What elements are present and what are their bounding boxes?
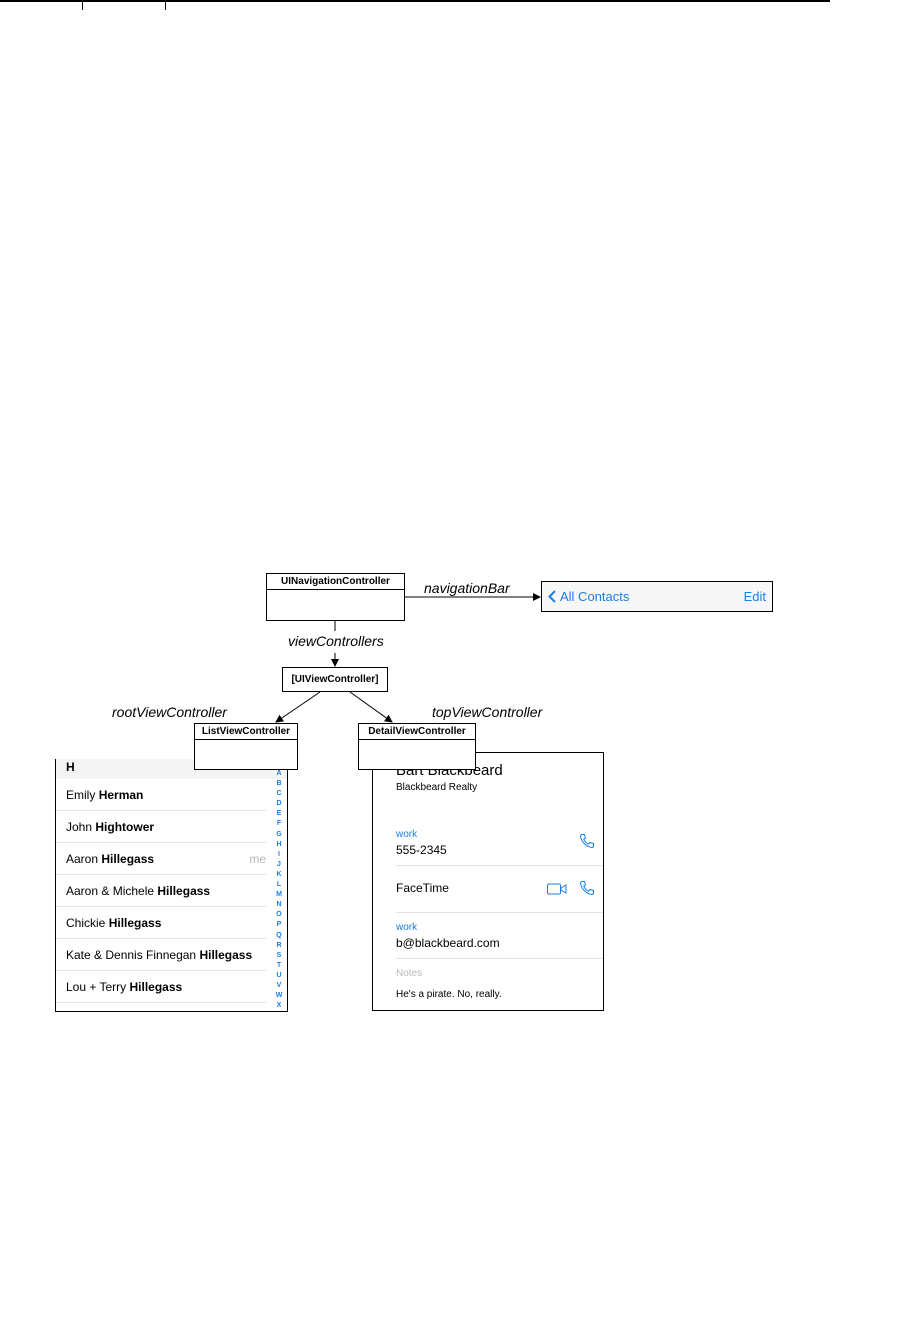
divider [396, 912, 603, 913]
top-rule-tick [165, 0, 166, 10]
contact-last-name: Hillegass [101, 852, 155, 866]
contact-first-name: Lou + Terry [66, 980, 127, 994]
contact-last-name: Herman [98, 788, 144, 802]
contact-first-name: John [66, 820, 93, 834]
index-letter[interactable]: P [276, 921, 282, 929]
notes-label: Notes [396, 968, 423, 979]
uiviewcontroller-array-title: [UIViewController] [291, 674, 379, 685]
top-rule [0, 0, 830, 2]
video-camera-icon[interactable] [547, 883, 567, 895]
index-letter[interactable]: Q [276, 931, 282, 939]
index-letter[interactable]: I [278, 850, 280, 858]
email-value[interactable]: b@blackbeard.com [396, 936, 500, 950]
me-badge: me [249, 852, 266, 866]
index-letter[interactable]: R [276, 941, 282, 949]
contact-first-name: Aaron & Michele [66, 884, 155, 898]
index-letter[interactable]: T [276, 961, 282, 969]
phone-icon[interactable] [579, 833, 595, 849]
phone-label: work [396, 829, 418, 840]
email-label: work [396, 922, 418, 933]
index-letter[interactable]: V [276, 981, 282, 989]
navigation-bar-label: navigationBar [424, 580, 510, 596]
chevron-left-icon [548, 590, 556, 603]
contact-row[interactable]: Aaron Hillegass me [56, 843, 266, 875]
contact-company: Blackbeard Realty [396, 782, 478, 793]
phone-value[interactable]: 555-2345 [396, 843, 447, 857]
listviewcontroller-title: ListViewController [195, 724, 297, 740]
index-letter[interactable]: S [276, 951, 282, 959]
index-letter[interactable]: X [276, 1002, 282, 1010]
index-letter[interactable]: O [276, 911, 282, 919]
contact-last-name: Hightower [95, 820, 155, 834]
top-view-controller-label: topViewController [432, 704, 543, 720]
contact-first-name: Emily [66, 788, 96, 802]
contact-row[interactable]: Lou + Terry Hillegass [56, 971, 266, 1003]
index-letter[interactable]: K [276, 870, 282, 878]
index-letter[interactable]: N [276, 901, 282, 909]
edge-root-view-controller [275, 691, 321, 723]
contact-first-name: Kate & Dennis Finnegan [66, 948, 197, 962]
listviewcontroller-box: ListViewController [194, 723, 298, 770]
detailviewcontroller-title: DetailViewController [359, 724, 475, 740]
contact-last-name: Hillegass [129, 980, 183, 994]
detailviewcontroller-box: DetailViewController [358, 723, 476, 770]
divider [396, 958, 603, 959]
index-letter[interactable]: G [276, 830, 282, 838]
root-view-controller-label: rootViewController [112, 704, 227, 720]
top-rule-tick [82, 0, 83, 10]
contact-row[interactable]: Kate & Dennis Finnegan Hillegass [56, 939, 266, 971]
edge-top-view-controller [349, 691, 393, 723]
index-letter[interactable]: W [275, 992, 283, 1000]
uinavigationcontroller-title: UINavigationController [267, 574, 404, 590]
uiviewcontroller-array-box: [UIViewController] [282, 667, 388, 692]
index-letter[interactable]: B [276, 780, 282, 788]
notes-value: He's a pirate. No, really. [396, 989, 502, 1000]
edit-button[interactable]: Edit [743, 589, 766, 604]
index-letter[interactable]: H [276, 840, 282, 848]
index-letter[interactable]: E [276, 810, 282, 818]
contact-first-name: Aaron [66, 852, 99, 866]
contact-row[interactable]: Emily Herman [56, 779, 266, 811]
index-letter[interactable]: M [276, 891, 282, 899]
index-letter[interactable]: A [276, 770, 282, 777]
back-button[interactable]: All Contacts [548, 589, 629, 604]
index-letter[interactable]: D [276, 800, 282, 808]
contact-first-name: Chickie [66, 916, 106, 930]
contact-detail-mock: Bart Blackbeard Blackbeard Realty work 5… [372, 752, 604, 1011]
index-letter[interactable]: C [276, 790, 282, 798]
back-button-label: All Contacts [560, 589, 630, 604]
facetime-label: FaceTime [396, 881, 449, 895]
contact-last-name: Hillegass [199, 948, 253, 962]
contact-row[interactable]: Chickie Hillegass [56, 907, 266, 939]
contact-row[interactable]: John Hightower [56, 811, 266, 843]
index-letter[interactable]: L [276, 881, 282, 889]
index-letter[interactable]: U [276, 971, 282, 979]
contact-last-name: Hillegass [157, 884, 211, 898]
index-letter[interactable]: F [276, 820, 282, 828]
uinavigationcontroller-box: UINavigationController [266, 573, 405, 621]
contact-last-name: Hillegass [108, 916, 162, 930]
navigation-bar-mock: All Contacts Edit [541, 581, 773, 612]
contact-row[interactable]: Aaron & Michele Hillegass [56, 875, 266, 907]
divider [396, 865, 603, 866]
phone-icon[interactable] [579, 880, 595, 896]
view-controllers-label: viewControllers [288, 633, 384, 649]
index-letter[interactable]: J [277, 860, 281, 868]
